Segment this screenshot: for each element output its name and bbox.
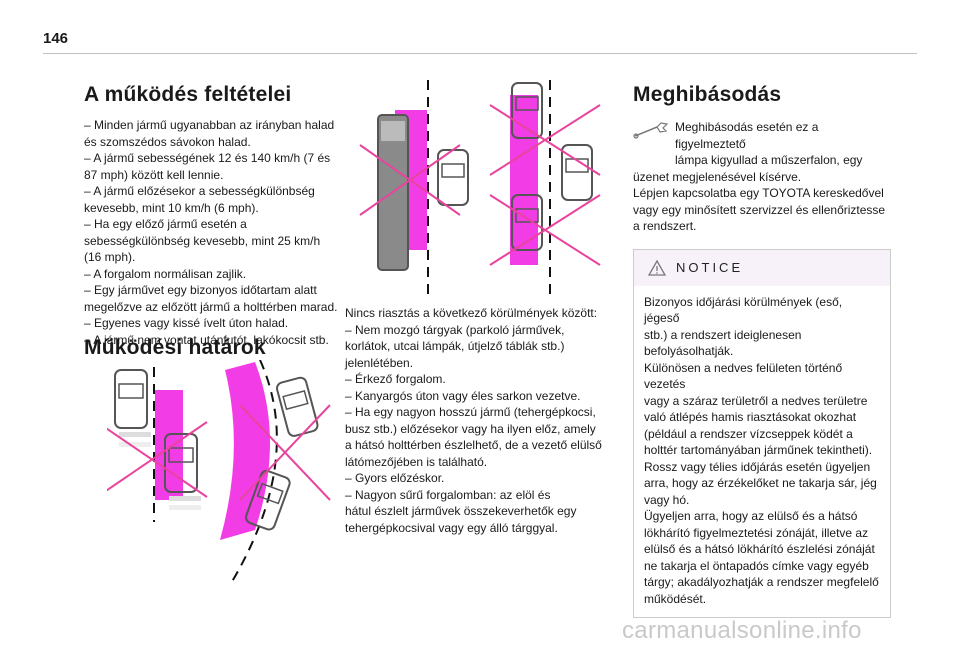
car-icon [114,369,151,447]
text-line: ne takarja el öntapadós címke vagy egyéb [644,558,869,573]
detection-zone [220,362,270,540]
text-line: befolyásolhatják. [644,344,734,358]
text-line: – Gyors előzéskor. [345,471,445,485]
text-line: Bizonyos időjárási körülmények (eső, jég… [644,294,843,326]
detection-zone [155,390,183,500]
text-line: tehergépkocsival vagy egy álló tárggyal. [345,520,558,535]
text-line: a hátsó holttérben észlelhető, de a veze… [345,438,602,452]
cross-mark [489,194,601,266]
text-line: a rendszert. [633,219,697,233]
cross-mark [107,421,208,492]
limits-title: Működési határok [84,336,266,359]
text-line: Különösen a nedves felületen történő vez… [644,360,843,392]
text-line: – A jármű nem vontat utánfutót, lakókocs… [84,332,329,347]
text-line: – A jármű előzésekor a sebességkülönbség [84,184,315,198]
illustration-curved-road [220,360,331,586]
text-line: Meghibásodás esetén ez a figyelmeztető [675,120,819,151]
text-line: elülső és a hátsó lökhárító észlelési zó… [644,542,875,556]
car-icon [245,469,291,531]
car-icon [511,194,543,251]
text-line: vagy a száraz területről a nedves terüle… [644,393,868,408]
text-line: – Egyenes vagy kissé ívelt úton halad. [84,316,289,330]
fault-section: Meghibásodás Meghibásodás esetén ez a fi… [633,83,891,618]
notice-text: Bizonyos időjárási körülmények (eső, jég… [634,286,890,618]
cross-mark [239,404,331,501]
fault-title: Meghibásodás [633,83,782,106]
car-icon [511,82,543,139]
text-line: lökhárító figyelmeztetési zónáját, illet… [644,525,869,540]
text-line: (például a rendszer vízcseppek ködét a [644,426,853,441]
text-line: Lépjen kapcsolatba egy TOYOTA kereskedőv… [633,186,884,200]
text-line: – Kanyargós úton vagy éles sarkon vezetv… [345,388,581,403]
text-line: arra, hogy az érzékelőket ne takarja sár… [644,476,877,490]
text-line: busz stb.) előzésekor vagy ha ilyen előz… [345,421,596,436]
watermark: carmanualsonline.info [622,617,862,644]
limits-text: Nincs riasztás a következő körülmények k… [345,305,613,536]
text-line: Ügyeljen arra, hogy az elülső és a hátsó [644,509,858,523]
limits-section: Nincs riasztás a következő körülmények k… [345,305,613,536]
text-line: – Egy járművet egy bizonyos időtartam al… [84,283,317,297]
text-line: – Érkező forgalom. [345,372,446,386]
text-line: és szomszédos sávokon halad. [84,134,251,149]
text-line: vagy egy minősített szervizzel és ellenő… [633,202,886,217]
illustration-adjacent-lane [107,367,208,522]
text-line: megelőzve az előzött jármű a holttérben … [84,299,338,314]
conditions-text: – Minden jármű ugyanabban az irányban ha… [84,117,346,348]
cross-mark [359,144,461,216]
conditions-title: A működés feltételei [84,83,292,106]
text-line: hátul észlelt járművek összekeverhetők e… [345,504,577,518]
text-line: – Nem mozgó tárgyak (parkoló járművek, [345,322,565,337]
text-line: Rossz vagy télies időjárás esetén ügyelj… [644,459,871,474]
text-line: – A forgalom normálisan zajlik. [84,266,247,281]
text-line: – Nagyon sűrű forgalomban: az elöl és [345,487,551,502]
text-line: vagy hó. [644,492,690,507]
warning-triangle-icon [648,259,666,276]
text-line: holttér tartományában járműnek tekinthet… [644,443,873,457]
text-line: – Ha egy előző jármű esetén a [84,217,247,231]
text-line: (16 mph). [84,250,136,264]
notice-header: NOTICE [634,249,890,286]
page-number: 146 [43,30,69,47]
text-line: korlátok, utcai lámpák, útjelző táblák s… [345,339,565,353]
car-icon [164,433,201,510]
car-icon [561,144,593,201]
fault-intro: Meghibásodás esetén ez a figyelmeztető l… [633,119,891,169]
text-line: sebességkülönbség kevesebb, mint 25 km/h [84,233,321,248]
text-line: látómezőjében is található. [345,454,488,469]
text-line: üzenet megjelenésével kísérve. [633,169,802,184]
wrench-icon [633,122,669,139]
top-divider [43,53,917,54]
text-line: – Minden jármű ugyanabban az irányban ha… [84,118,335,132]
text-line: jelenlétében. [345,355,414,370]
fault-text: üzenet megjelenésével kísérve. Lépjen ka… [633,169,891,235]
text-line: való átlépés hamis riasztásokat okozhat [644,410,857,424]
text-line: stb.) a rendszert ideiglenesen [644,327,802,342]
text-line: 87 mph) között kell lennie. [84,167,224,182]
text-line: lámpa kigyullad a műszerfalon, egy [675,153,863,167]
cross-mark [489,104,601,176]
text-line: tárgy; akadályozhatják a rendszer megfel… [644,575,879,589]
car-icon [275,376,319,437]
notice-box: NOTICE Bizonyos időjárási körülmények (e… [633,248,891,618]
notice-title: NOTICE [676,260,744,275]
text-line: – A jármű sebességének 12 és 140 km/h (7… [84,151,331,165]
text-line: Nincs riasztás a következő körülmények k… [345,306,598,320]
conditions-section: A működés feltételei – Minden jármű ugya… [84,83,346,348]
lane-line [229,360,278,586]
illustration-long-vehicle [359,80,601,300]
text-line: kevesebb, mint 10 km/h (6 mph). [84,200,259,215]
text-line: – Ha egy nagyon hosszú jármű (tehergépko… [345,405,596,419]
text-line: működését. [644,591,707,606]
